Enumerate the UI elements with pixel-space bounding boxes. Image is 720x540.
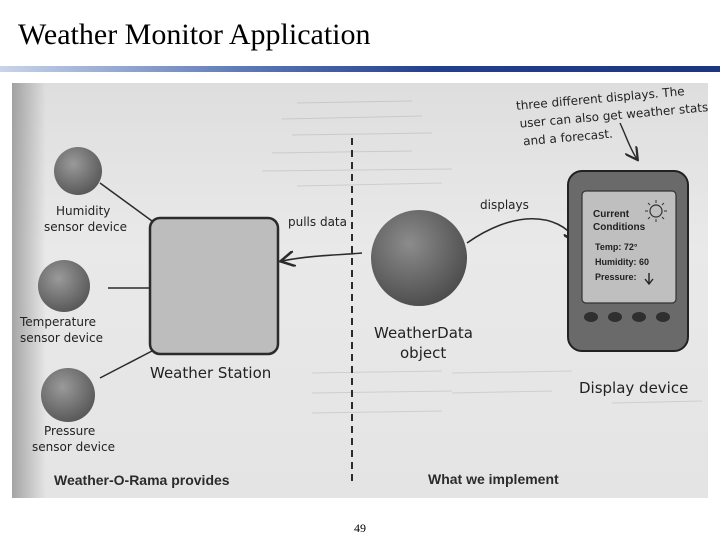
humidity-sensor-label: Humidity sensor device xyxy=(44,204,127,234)
title-divider xyxy=(0,66,720,72)
device-button-2 xyxy=(608,312,622,322)
background-text-ghost xyxy=(261,100,703,414)
sun-icon xyxy=(645,200,667,222)
device-button-1 xyxy=(584,312,598,322)
weather-diagram: Humidity sensor device Temperature senso… xyxy=(12,83,708,498)
humidity-connector xyxy=(99,182,153,222)
displays-label: displays xyxy=(480,198,529,212)
temperature-sensor xyxy=(38,260,90,312)
display-screen xyxy=(581,190,677,304)
left-caption: Weather-O-Rama provides xyxy=(54,472,230,488)
screen-pressure: Pressure: xyxy=(595,272,637,282)
weather-station-box xyxy=(148,216,280,356)
pressure-connector xyxy=(99,350,153,379)
pulls-data-label: pulls data xyxy=(288,215,347,229)
right-caption: What we implement xyxy=(428,471,559,487)
diagram-photo: Humidity sensor device Temperature senso… xyxy=(12,83,708,498)
humidity-sensor xyxy=(54,147,102,195)
weatherdata-label: WeatherData object xyxy=(374,324,478,362)
pressure-down-arrow-icon xyxy=(644,273,654,286)
weatherdata-object xyxy=(371,210,467,306)
device-button-4 xyxy=(656,312,670,322)
display-device-label: Display device xyxy=(579,379,688,397)
temperature-sensor-label: Temperature sensor device xyxy=(19,315,103,345)
weather-station-label: Weather Station xyxy=(150,364,271,382)
screen-humidity: Humidity: 60 xyxy=(595,257,649,267)
slide-title: Weather Monitor Application xyxy=(18,18,371,51)
pressure-sensor-label: Pressure sensor device xyxy=(32,424,115,454)
page-number: 49 xyxy=(354,521,366,535)
screen-temp: Temp: 72° xyxy=(595,242,638,252)
device-button-3 xyxy=(632,312,646,322)
pulls-data-arrow xyxy=(282,253,363,261)
screen-heading: Current Conditions xyxy=(593,209,646,233)
annotation-note: three different displays. The user can a… xyxy=(515,83,708,149)
pressure-sensor xyxy=(41,368,95,422)
annotation-arrow xyxy=(619,122,637,159)
displays-arrow xyxy=(466,217,577,243)
